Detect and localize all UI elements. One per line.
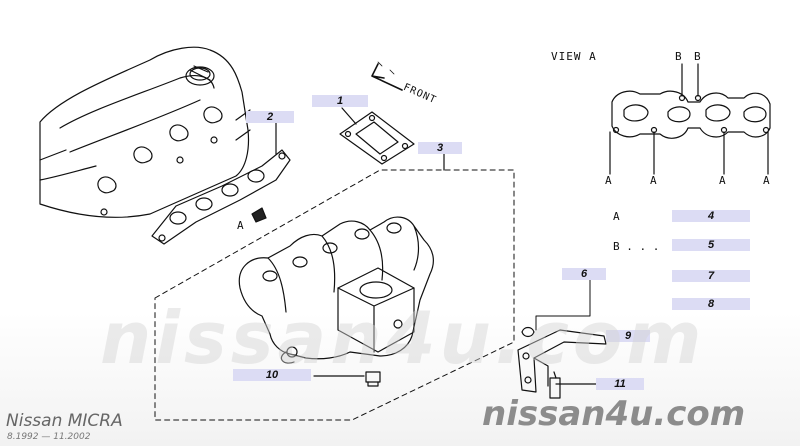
- assembly-frame: [154, 169, 515, 421]
- callout-10[interactable]: 10: [233, 369, 311, 381]
- watermark-center: nissan4u.com: [100, 296, 706, 380]
- intake-manifold-drawing: [238, 216, 434, 364]
- legend-key-a: A: [613, 210, 620, 223]
- bolt-b-right-label: B: [694, 50, 702, 63]
- plug-10-drawing: [365, 371, 381, 387]
- bolt-a-label: A: [719, 174, 727, 187]
- callout-7[interactable]: 7: [672, 270, 750, 282]
- callout-9[interactable]: 9: [606, 330, 650, 342]
- view-a-flange-drawing: [611, 90, 771, 139]
- legend-key-b: B . . .: [613, 240, 660, 253]
- bolt-a-label: A: [650, 174, 658, 187]
- exhaust-gasket-drawing: [151, 149, 291, 245]
- callout-1[interactable]: 1: [312, 95, 368, 107]
- callout-8[interactable]: 8: [672, 298, 750, 310]
- callout-2[interactable]: 2: [246, 111, 294, 123]
- callout-11[interactable]: 11: [596, 378, 644, 390]
- model-name: Nissan MICRA: [6, 411, 123, 431]
- bolt-a-label: A: [605, 174, 613, 187]
- view-a-marker: A: [237, 219, 245, 232]
- cylinder-head-drawing: [39, 46, 251, 218]
- callout-4[interactable]: 4: [672, 210, 750, 222]
- callout-5[interactable]: 5: [672, 239, 750, 251]
- callout-3[interactable]: 3: [418, 142, 462, 154]
- view-a-title: VIEW A: [551, 50, 597, 63]
- callout-6[interactable]: 6: [562, 268, 606, 280]
- bolt-b-left-label: B: [675, 50, 683, 63]
- bracket-drawing: [517, 326, 607, 399]
- model-years: 8.1992 — 11.2002: [7, 432, 91, 442]
- watermark-corner: nissan4u.com: [482, 394, 746, 434]
- square-gasket-drawing: [339, 111, 415, 165]
- bolt-a-label: A: [763, 174, 771, 187]
